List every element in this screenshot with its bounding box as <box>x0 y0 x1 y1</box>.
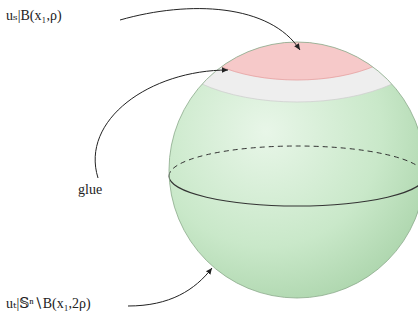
region-label: uₜ|𝕊ⁿ∖B(x₁,2ρ) <box>6 296 91 313</box>
equator-front <box>169 176 418 206</box>
leader-line <box>95 70 228 178</box>
red-cap <box>185 0 409 80</box>
sphere-outline <box>169 42 418 298</box>
equator-back <box>169 146 418 176</box>
leader-line <box>120 9 300 50</box>
glue-band <box>162 0 418 102</box>
leader-line <box>128 268 212 306</box>
region-label: uₛ|B(x₁,ρ) <box>6 8 62 25</box>
glue-label: glue <box>78 182 102 199</box>
